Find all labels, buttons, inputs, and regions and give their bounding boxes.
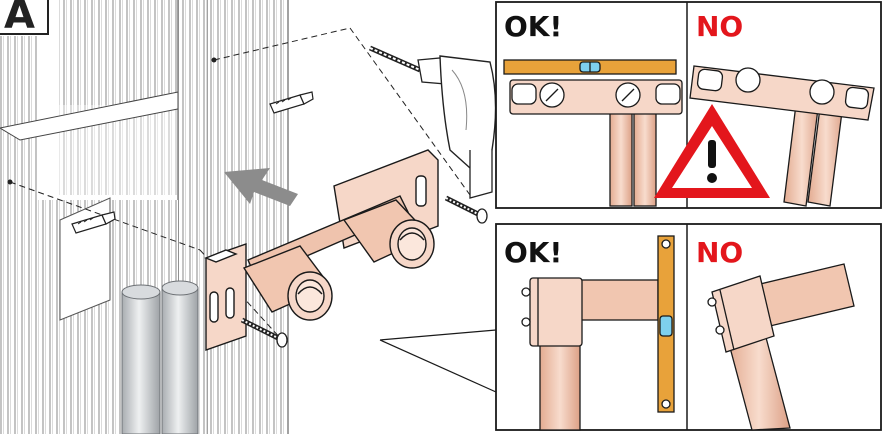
wall-plug-bottom [71,211,116,234]
callout-pointer [379,329,497,393]
drill-icon [368,45,497,199]
top-no-label: NO [696,10,743,43]
supply-pipes [121,280,199,434]
screw-right [444,195,488,224]
wall-plug-top [269,91,314,114]
top-ok-assembly [503,59,683,207]
bottom-no-label: NO [696,236,743,269]
top-ok-label: OK! [504,10,562,43]
alignment-panel-top: OK! NO [495,1,882,209]
mounting-body [204,149,439,351]
step-label: A [4,0,35,38]
spirit-level-icon [657,235,675,413]
warning-triangle-icon [654,104,770,198]
screw-left [240,317,288,348]
install-direction-arrow-icon [224,168,298,206]
alignment-panel-bottom: OK! NO [495,223,882,431]
step-badge: A [0,0,49,38]
bottom-no-assembly [707,263,855,431]
drill-hole-top [211,57,217,63]
top-no-assembly [689,65,875,207]
drill-hole-bottom [7,179,13,185]
bottom-ok-label: OK! [504,236,562,269]
spirit-level-icon [503,59,677,75]
bottom-ok-assembly [521,235,675,431]
